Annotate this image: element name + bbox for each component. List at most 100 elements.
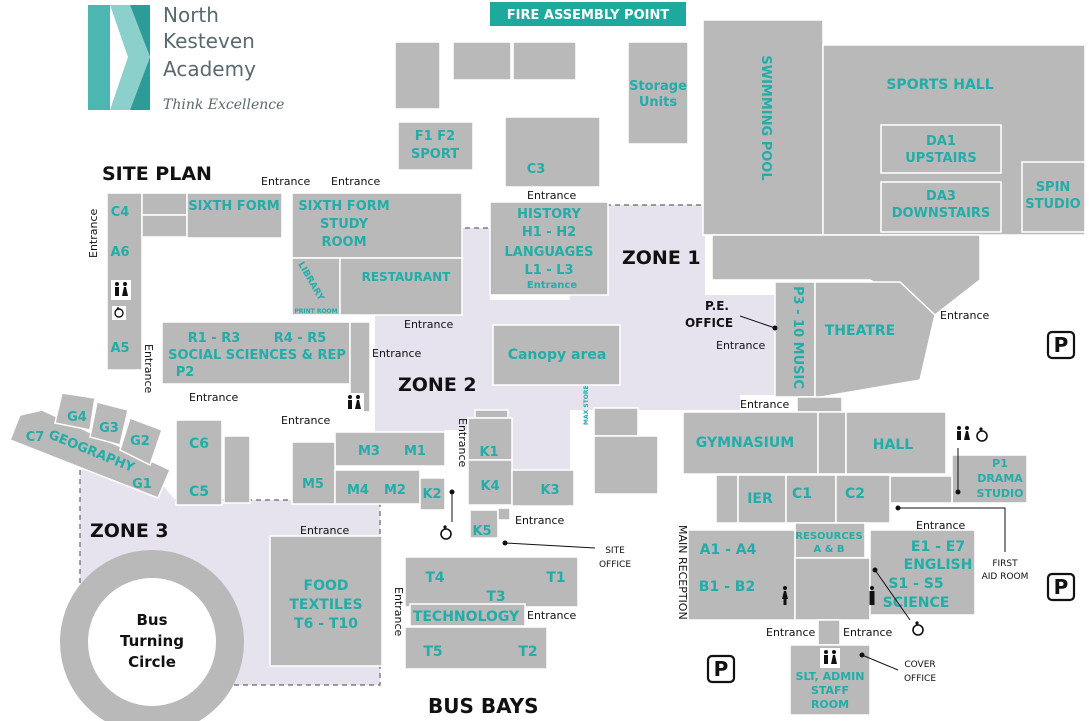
cover-office-label-2: OFFICE	[904, 674, 936, 684]
da1-label-1: DA1	[926, 134, 956, 149]
m1-label: M1	[404, 444, 426, 459]
da3-downstairs	[880, 181, 1002, 233]
t4-label: T4	[425, 570, 445, 586]
entrance-label-18: Entrance	[916, 519, 966, 532]
science-pointer	[874, 569, 911, 621]
entrance-label-4: Entrance	[87, 208, 100, 258]
zone-2-label: ZONE 2	[398, 374, 477, 396]
da3-label-2: DOWNSTAIRS	[892, 206, 991, 221]
print-room-label: PRINT ROOM	[294, 308, 337, 315]
t2-label: T2	[518, 644, 537, 660]
drama-dot	[955, 489, 961, 495]
hall	[845, 411, 947, 475]
brand-line-3: Academy	[163, 57, 256, 81]
resources	[794, 522, 866, 559]
drama-label-3: STUDIO	[977, 487, 1024, 500]
toilets-icon	[344, 393, 364, 413]
hall-label: HALL	[873, 437, 913, 453]
max-store-label: MAX STORE	[583, 385, 590, 425]
entrance-label-13: Entrance	[740, 398, 790, 411]
drama-link	[889, 475, 953, 504]
f1f2-label-1: F1 F2	[415, 129, 455, 144]
toilets-icon	[820, 648, 840, 668]
brand-line-2: Kesteven	[163, 29, 255, 53]
entrance-label-10: Entrance	[456, 418, 469, 468]
annex	[593, 435, 659, 495]
m2-label: M2	[384, 483, 406, 498]
entrance-label-5: Entrance	[142, 344, 155, 394]
g1-label: G1	[132, 477, 152, 492]
storage-label-2: Units	[639, 95, 677, 110]
cover-office-pointer	[861, 654, 899, 671]
c5-c6	[175, 419, 223, 506]
logo-mark-middle	[110, 5, 150, 110]
entrance-label-3: Entrance	[527, 189, 577, 202]
ier-side	[715, 474, 739, 524]
reception-link	[817, 619, 841, 646]
swimming-label: SWIMMING POOL	[758, 55, 773, 180]
entrance-label-7: Entrance	[372, 347, 422, 360]
brand-tagline: Think Excellence	[163, 97, 284, 113]
g3-label: G3	[99, 421, 119, 436]
entrance-label-20: Entrance	[843, 626, 893, 639]
g4-label: G4	[67, 410, 87, 425]
drama-label-2: DRAMA	[977, 472, 1023, 485]
study-room-label-3: ROOM	[321, 235, 366, 250]
c6-label: C6	[189, 436, 209, 452]
t1-label: T1	[546, 570, 565, 586]
restaurant	[339, 257, 463, 316]
gymnasium-label: GYMNASIUM	[696, 435, 794, 451]
english-label-3: S1 - S5	[888, 576, 943, 592]
entrance-label-1: Entrance	[261, 175, 311, 188]
parking-icon: P	[1046, 330, 1076, 360]
academy-logo: North Kesteven Academy Think Excellence	[88, 3, 284, 113]
bus-circle-line3: Circle	[128, 653, 176, 671]
history-label-2: H1 - H2	[522, 225, 576, 240]
music-block	[774, 281, 816, 398]
accessible-icon	[440, 525, 452, 540]
b1b2-label: B1 - B2	[699, 579, 755, 595]
toilets-icon	[953, 424, 973, 444]
logo-mark-right	[130, 5, 150, 110]
accessible-icon	[912, 621, 924, 636]
english-science	[869, 529, 976, 616]
k2-dot	[449, 489, 455, 495]
k4-label: K4	[480, 479, 499, 494]
c4-link	[141, 192, 188, 216]
entrance-label-14: Entrance	[300, 524, 350, 537]
sixth-form-study-room	[291, 192, 463, 259]
music-label: P3 - 10 MUSIC	[790, 286, 805, 389]
social-label-4: P2	[176, 365, 195, 380]
entrance-label-19: Entrance	[766, 626, 816, 639]
english-label-1: E1 - E7	[911, 539, 965, 555]
resources-label-1: RESOURCES	[795, 531, 862, 542]
logo-mark-left	[88, 5, 110, 110]
female-toilet-icon	[782, 586, 788, 605]
first-aid-label-2: AID ROOM	[982, 572, 1029, 582]
entrance-label-12: Entrance	[940, 309, 990, 322]
sixth-form	[186, 192, 283, 239]
a1-b2	[687, 529, 796, 621]
c3-label: C3	[527, 162, 546, 177]
facility-icons	[111, 280, 988, 668]
fire-assembly-label: FIRE ASSEMBLY POINT	[507, 8, 670, 23]
parking-icon: P	[1046, 572, 1076, 602]
annotations: P.E. OFFICE MAIN RECEPTION COVER OFFICE …	[449, 299, 1029, 684]
entrance-label-17: Entrance	[527, 609, 577, 622]
library	[291, 257, 341, 316]
technology	[409, 603, 526, 627]
a5-label: A5	[110, 341, 129, 356]
f1-f2-sport	[397, 121, 474, 171]
site-office-label-1: SITE	[605, 546, 625, 556]
bus-circle-line1: Bus	[136, 611, 167, 629]
site-office-pointer	[504, 542, 596, 549]
sports-hall-label: SPORTS HALL	[886, 77, 993, 93]
svg-text:P: P	[1054, 333, 1069, 357]
accessible-icon	[976, 427, 988, 442]
m2-m4	[334, 469, 421, 505]
food-label-3: T6 - T10	[294, 616, 358, 632]
canopy-area	[492, 324, 621, 386]
spin-label-1: SPIN	[1036, 180, 1071, 195]
gym-hall-link	[817, 411, 847, 475]
a6-label: A6	[110, 245, 129, 260]
